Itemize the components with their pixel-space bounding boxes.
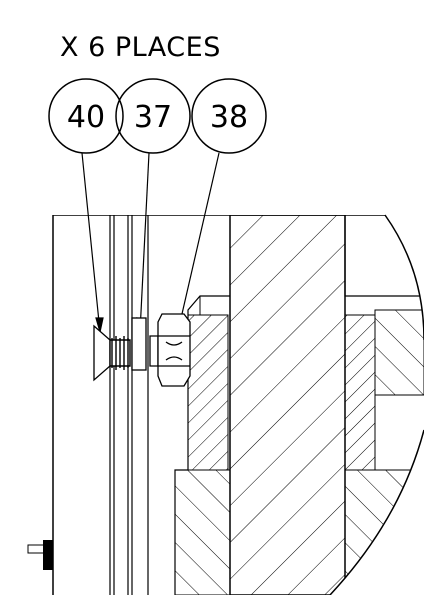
balloon-40-label: 40 [67, 100, 105, 135]
balloon-38-label: 38 [210, 100, 248, 135]
screw-head [93, 324, 111, 382]
leader-38 [175, 152, 220, 341]
balloon-37: 37 [115, 78, 191, 154]
lock-washer [149, 335, 159, 367]
washer [131, 317, 147, 371]
screw-thread [109, 336, 131, 370]
leader-40-arrow [95, 317, 104, 333]
balloon-40: 40 [48, 78, 124, 154]
leader-37 [139, 152, 150, 333]
hex-nut [157, 313, 191, 387]
leader-lines [81, 152, 220, 343]
assembly-section [27, 215, 424, 595]
quantity-note: X 6 PLACES [60, 32, 221, 63]
balloon-38: 38 [191, 78, 267, 154]
balloon-37-label: 37 [134, 100, 172, 135]
leader-40 [81, 152, 101, 333]
fastener-stack [93, 313, 191, 387]
